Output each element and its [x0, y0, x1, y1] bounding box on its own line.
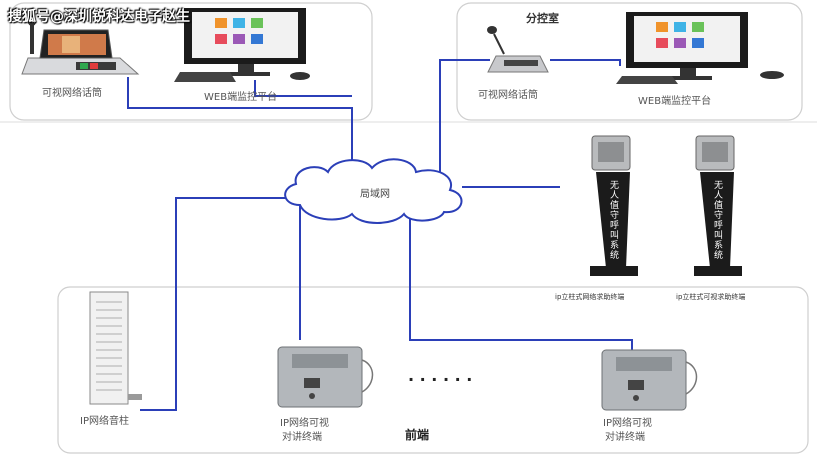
- intercom-terminal-right: [601, 349, 698, 411]
- main-web-platform: [174, 8, 310, 82]
- front-end-frame: [57, 286, 809, 454]
- ip-speaker-label: IP网络音柱: [80, 416, 129, 427]
- main-intercom-device: [21, 18, 140, 75]
- pillar-terminal-left: [590, 135, 638, 276]
- front-end-title: 前端: [405, 428, 430, 442]
- branch-room-title: 分控室: [526, 12, 559, 25]
- terminal-right-label-2: 对讲终端: [605, 432, 645, 443]
- pillar-left-text: 无人值守呼叫系统: [608, 180, 618, 260]
- branch-web-platform-label: WEB端监控平台: [638, 96, 712, 107]
- branch-room-frame: [456, 2, 803, 121]
- branch-web-platform: [616, 12, 784, 84]
- pillar-right-label: ip立柱式可视求助终端: [676, 293, 746, 301]
- wire-speaker: [140, 197, 295, 411]
- wire-branch-intercom: [439, 59, 490, 178]
- watermark-text: 搜狐号@深圳锐科达电子赵生: [8, 9, 190, 25]
- lan-label: 局域网: [360, 187, 390, 200]
- network-wiring: [127, 59, 633, 411]
- pillar-left-label: ip立柱式网络求助终端: [555, 293, 625, 301]
- main-web-platform-label: WEB端监控平台: [204, 92, 278, 103]
- pillar-terminal-right: [694, 135, 742, 276]
- terminal-right-label-1: IP网络可视: [603, 418, 652, 429]
- wire-main-web: [254, 80, 352, 97]
- terminal-left-label-2: 对讲终端: [282, 432, 322, 443]
- main-control-frame: [9, 2, 373, 121]
- wire-branch-web: [550, 59, 621, 66]
- intercom-terminal-left: [277, 346, 374, 408]
- wire-main-intercom: [127, 77, 353, 178]
- ellipsis-dots: · · · · · ·: [408, 370, 473, 389]
- branch-intercom-label: 可视网络话筒: [478, 90, 538, 101]
- lan-cloud-icon: [284, 158, 463, 224]
- branch-intercom-device: [487, 26, 549, 73]
- wire-right-terminal: [409, 210, 633, 352]
- pillar-right-text: 无人值守呼叫系统: [712, 180, 722, 260]
- terminal-left-label-1: IP网络可视: [280, 418, 329, 429]
- ip-speaker-device: [89, 291, 142, 405]
- main-intercom-label: 可视网络话筒: [42, 88, 102, 99]
